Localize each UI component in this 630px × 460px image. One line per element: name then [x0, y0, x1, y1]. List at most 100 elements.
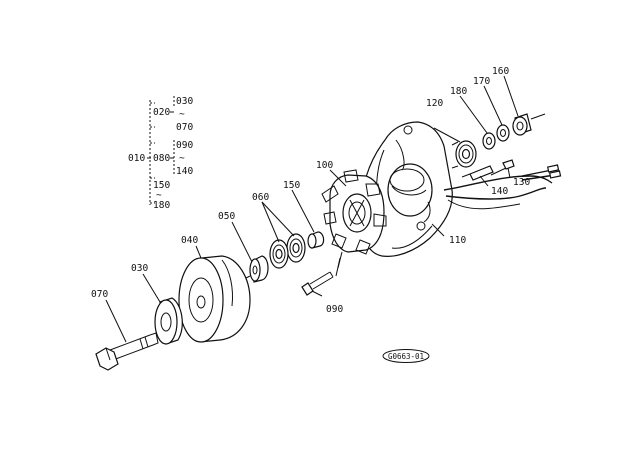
bearing-race — [458, 144, 474, 164]
pin-body — [469, 165, 494, 181]
tree-item-label: 140 — [176, 166, 193, 177]
spacer-050 — [249, 255, 269, 283]
wire-sheath — [447, 199, 521, 210]
bolt-head — [301, 282, 314, 296]
figure-id: G0663-01 — [388, 352, 424, 361]
bearing-race — [272, 244, 286, 264]
rotor-pole — [331, 233, 347, 249]
rotor-pole — [365, 183, 381, 197]
rotor-pole — [373, 213, 387, 227]
callout-130: 130 — [513, 177, 530, 188]
leader-060 — [261, 201, 295, 237]
tree-item-label: 180 — [153, 200, 170, 211]
callout-100: 100 — [316, 160, 333, 171]
housing-boss — [387, 163, 433, 217]
washer-180 — [482, 132, 496, 150]
axis-centerline — [530, 113, 546, 120]
rotor-pole — [343, 169, 359, 183]
callout-090: 090 — [326, 304, 343, 315]
wire — [443, 175, 553, 191]
bolt-shaft — [109, 334, 154, 361]
housing-rib — [395, 139, 405, 171]
washer-outer — [496, 124, 510, 142]
callout-040: 040 — [181, 235, 198, 246]
callout-120: 120 — [426, 98, 443, 109]
screw-shaft — [490, 167, 507, 176]
spacer-face — [249, 258, 261, 282]
rotor-pole — [323, 211, 337, 225]
bolt-head-edge — [105, 347, 111, 361]
leader-070 — [105, 299, 127, 343]
pulley-040 — [178, 255, 251, 343]
leader-110 — [431, 223, 445, 237]
leader-lines — [105, 75, 519, 343]
bearing-side — [451, 141, 459, 169]
tree-tilde: ~ — [156, 190, 162, 201]
terminal-connector — [548, 170, 562, 179]
rotor-100 — [321, 169, 387, 277]
callout-140: 140 — [491, 186, 508, 197]
washer-030 — [154, 297, 183, 345]
callout-180: 180 — [450, 86, 467, 97]
rotor-hub-bore — [348, 201, 366, 225]
leader-150 — [291, 189, 315, 233]
washer-face — [154, 299, 178, 345]
callout-060: 060 — [252, 192, 269, 203]
pulley-face — [178, 257, 224, 343]
stator-housing — [361, 121, 453, 257]
callout-150: 150 — [283, 180, 300, 191]
housing-bore — [389, 168, 425, 192]
tree-sub-label: 080 — [153, 153, 170, 164]
callout-160: 160 — [492, 66, 509, 77]
rotor-hub-spokes — [349, 199, 365, 227]
bolt-070 — [95, 332, 159, 371]
rotor-lead — [335, 257, 341, 277]
bearing-inner — [461, 148, 471, 160]
housing-rib — [423, 201, 431, 223]
leader-130 — [507, 167, 511, 179]
bearing-120 — [451, 140, 477, 169]
parts-tree: 010 080 020 030 ~ 070 090 ~ 140 150 ~ 18… — [128, 96, 193, 211]
washer-hub — [160, 312, 172, 332]
lead-wire — [521, 169, 553, 177]
tree-item-label: 150 — [153, 180, 170, 191]
leader-180 — [459, 95, 488, 134]
figure-id-badge: G0663-01 — [382, 349, 430, 363]
tree-item-label: 020 — [153, 107, 170, 118]
bolt-shaft — [309, 271, 334, 290]
callout-070: 070 — [91, 289, 108, 300]
housing-mount-hole — [403, 125, 413, 135]
wire — [445, 187, 547, 200]
tree-item-label: 030 — [176, 96, 193, 107]
leader-170 — [483, 85, 503, 126]
leader-030 — [142, 273, 161, 303]
callout-170: 170 — [473, 76, 490, 87]
wire-harness — [391, 164, 562, 249]
pulley-hub — [188, 277, 214, 323]
bearing-inner — [275, 248, 283, 260]
pin-140 — [461, 165, 494, 181]
bolt-tip — [329, 271, 334, 278]
spacer-bore — [252, 265, 258, 275]
leader-140 — [479, 175, 489, 187]
bearing-bore — [516, 121, 524, 131]
bearing-face — [512, 116, 528, 136]
tree-item-label: 070 — [176, 122, 193, 133]
spacer-150 — [307, 231, 325, 249]
pulley-groove — [221, 259, 233, 307]
housing-mount-hole — [416, 221, 426, 231]
washer-outer — [482, 132, 496, 150]
leader-060 — [261, 201, 280, 243]
bolt-threads — [139, 336, 149, 350]
spacer-face — [307, 233, 317, 249]
bearing-060-b — [269, 239, 289, 269]
lead-wire — [521, 174, 556, 181]
tree-tilde: ~ — [179, 153, 185, 164]
pin-tip — [461, 173, 471, 178]
bolt-090 — [301, 271, 334, 296]
leader-040 — [195, 245, 202, 259]
leader-100 — [329, 169, 347, 187]
tree-root-label: 010 — [128, 153, 145, 164]
housing-bore-edge — [391, 185, 427, 196]
